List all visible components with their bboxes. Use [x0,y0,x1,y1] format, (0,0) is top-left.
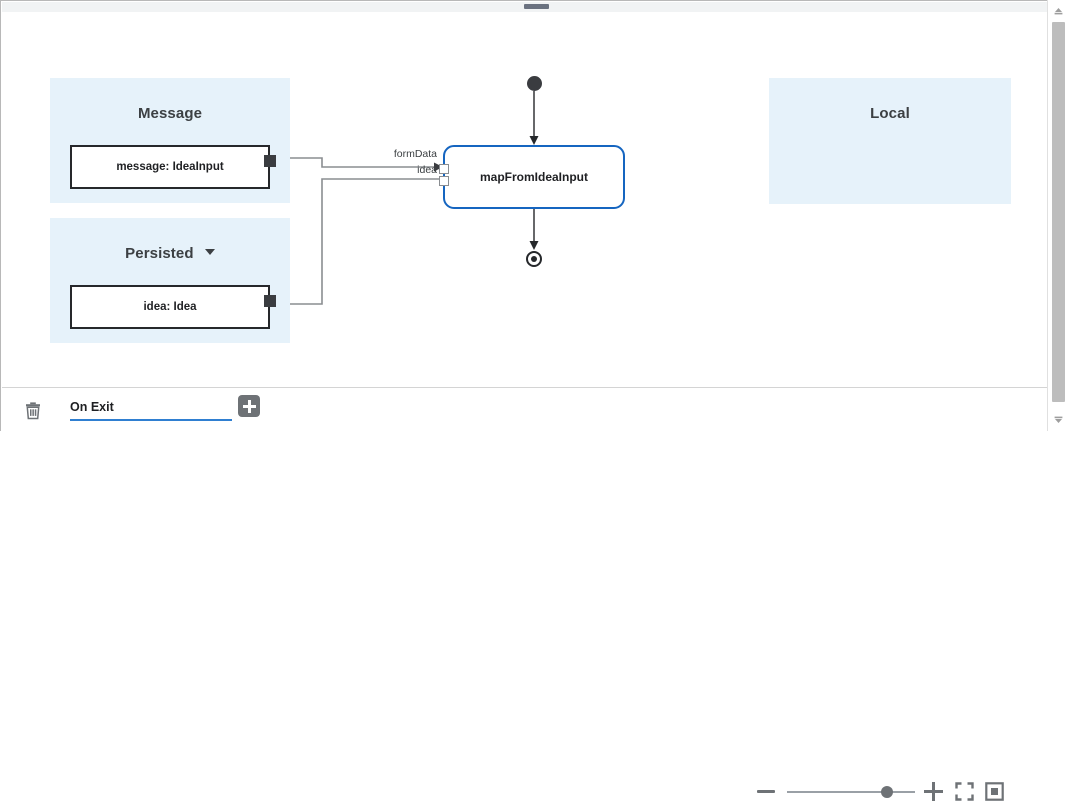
on-exit-value[interactable]: On Exit [70,400,114,414]
scroll-up-arrow-icon[interactable] [1051,4,1066,19]
port-label-formdata: formData [393,148,437,160]
scope-title-message: Message [50,105,290,122]
panel-drag-handle[interactable] [524,4,549,9]
diagram-canvas[interactable]: Message message: IdeaInput Persisted ide… [2,12,1048,387]
fit-to-screen-icon[interactable] [985,782,1004,801]
activity-node-mapfromideainput[interactable]: mapFromIdeaInput [439,145,625,209]
scope-title-persisted: Persisted [50,245,290,262]
activity-node-label: mapFromIdeaInput [479,170,588,184]
scope-title-local: Local [769,105,1011,122]
variable-box-message-label: message: IdeaInput [116,161,224,173]
on-exit-field[interactable]: On Exit [70,400,232,421]
scrollbar-thumb[interactable] [1052,22,1065,402]
node-input-port-formdata[interactable] [439,164,449,174]
variable-port-idea[interactable] [264,295,276,307]
variable-box-message[interactable]: message: IdeaInput [70,145,276,189]
zoom-in-button[interactable] [924,782,943,801]
add-button[interactable] [238,395,260,417]
panel-top-strip [2,2,1048,12]
port-label-idea: idea [417,164,437,176]
scope-title-persisted-label: Persisted [125,245,194,262]
scope-title-message-label: Message [137,105,203,122]
end-node-marker[interactable] [526,251,542,267]
variable-port-message[interactable] [264,155,276,167]
start-node-marker[interactable] [527,76,542,91]
variable-box-idea[interactable]: idea: Idea [70,285,276,329]
zoom-out-button[interactable] [757,790,775,793]
scroll-down-arrow-icon[interactable] [1051,412,1066,427]
on-exit-underline [70,419,232,421]
fullscreen-icon[interactable] [955,782,974,801]
trash-icon[interactable] [23,401,43,426]
node-input-port-idea[interactable] [439,176,449,186]
chevron-down-icon[interactable] [204,249,215,255]
zoom-slider-thumb[interactable] [881,786,893,798]
vertical-scrollbar[interactable] [1047,0,1069,431]
scope-panel-local[interactable]: Local [769,78,1011,204]
bottom-toolbar: On Exit [2,387,1048,801]
zoom-slider-track[interactable] [787,791,915,793]
scope-title-local-label: Local [870,105,910,122]
variable-box-idea-label: idea: Idea [143,301,197,313]
